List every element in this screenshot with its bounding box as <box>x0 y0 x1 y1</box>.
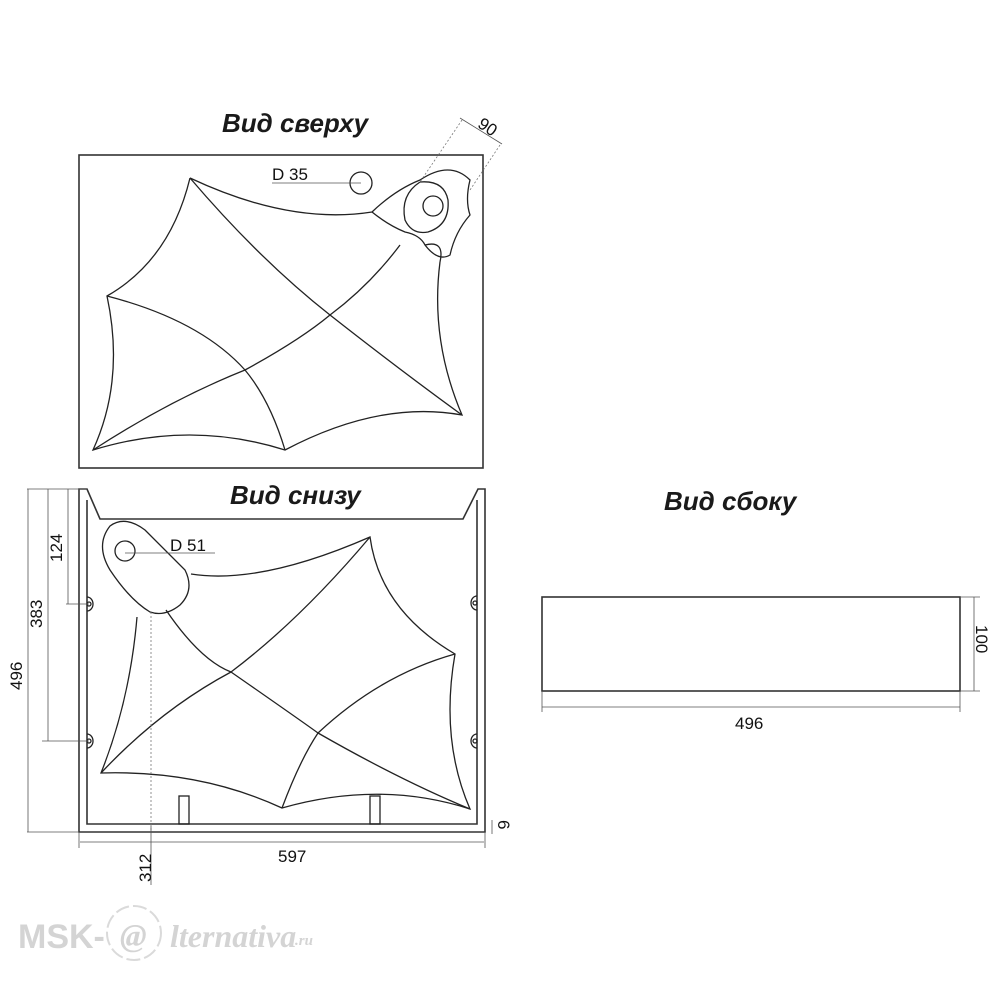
side-view-title: Вид сбоку <box>664 486 798 516</box>
watermark-tld: .ru <box>295 933 313 949</box>
dim-496-height: 496 <box>7 662 26 690</box>
mount-brackets <box>86 595 478 825</box>
dim-312: 312 <box>136 854 155 882</box>
watermark-text: MSK- <box>18 918 105 956</box>
bottom-view: Вид снизу D 51 496 383 12 <box>7 480 513 885</box>
dim-6: 6 <box>494 820 513 829</box>
top-view-title: Вид сверху <box>222 108 370 138</box>
top-basin-shape <box>91 169 471 452</box>
bottom-hole-d51 <box>114 540 136 562</box>
top-tap-hole <box>422 195 444 217</box>
dim-124: 124 <box>47 534 66 562</box>
side-view: Вид сбоку 100 496 <box>541 486 991 733</box>
top-hole-label: D 35 <box>272 165 308 184</box>
dim-383: 383 <box>27 600 46 628</box>
watermark-rest: lternativa <box>170 918 296 954</box>
bottom-basin-shape <box>100 520 472 811</box>
watermark-at: @ <box>120 917 147 953</box>
watermark-logo: MSK- @ lternativa .ru <box>18 905 313 961</box>
bottom-hole-label: D 51 <box>170 536 206 555</box>
top-tap-dim: 90 <box>474 114 500 140</box>
bottom-view-title: Вид снизу <box>230 480 362 510</box>
top-view-outline <box>78 154 484 469</box>
side-view-outline <box>541 596 961 692</box>
dim-597: 597 <box>278 847 306 866</box>
top-view: Вид сверху D 35 90 <box>78 108 503 469</box>
side-dim-496: 496 <box>735 714 763 733</box>
side-dim-100: 100 <box>972 625 991 653</box>
